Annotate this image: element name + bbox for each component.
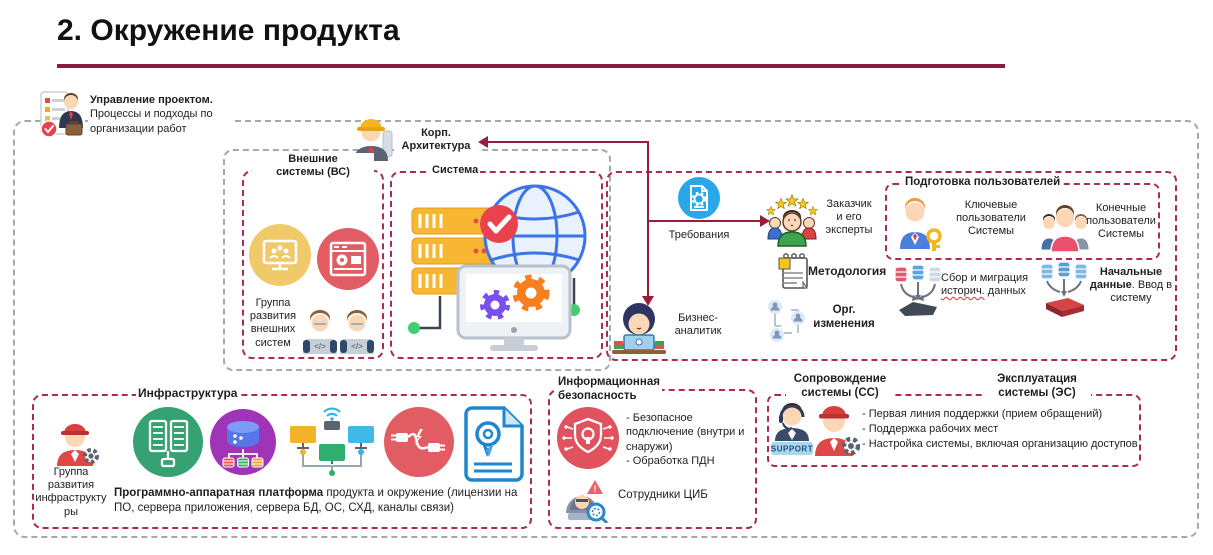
org-changes-icon: [763, 297, 809, 345]
arrowhead-down: [642, 296, 654, 306]
end-users-label: Конечные пользователи Системы: [1086, 202, 1156, 241]
business-analyst-icon: [610, 297, 668, 355]
middle-band-frame: [606, 171, 1177, 361]
arrowhead-left: [478, 136, 488, 148]
external-app-icon: [317, 228, 379, 290]
infrastructure-worker-icon: [52, 416, 102, 466]
business-analyst-label: Бизнес- аналитик: [674, 312, 722, 338]
system-label: Система: [430, 164, 481, 178]
support-item: - Первая линия поддержки (прием обращени…: [862, 408, 1103, 420]
methodology-label: Методология: [808, 264, 887, 278]
security-staff-icon: !: [558, 477, 610, 523]
database-icon: [210, 409, 276, 475]
infrastructure-frame: [32, 394, 532, 529]
outer-frame: [13, 120, 1199, 538]
external-systems-team-label: Группа развития внешних систем: [249, 297, 297, 349]
data-migration-icon: [893, 264, 943, 318]
arrow-to-customer: [649, 220, 761, 222]
servers-icon: [133, 407, 203, 477]
corp-architecture-label: Корп. Архитектура: [394, 127, 478, 154]
title-underline: [57, 64, 1005, 68]
security-items: - Безопасное подключение (внутри и снару…: [626, 411, 756, 468]
network-icon: [288, 402, 376, 482]
support-item: - Поддержка рабочих мест: [862, 423, 999, 436]
maintenance-worker-icon: [812, 398, 860, 458]
support-agent-icon: SUPPORT: [770, 401, 814, 457]
platform-label: Программно-аппаратная платформа продукта…: [114, 487, 518, 514]
requirements-label: Требования: [668, 229, 730, 241]
external-dev-icon: [249, 224, 311, 286]
support-frame: [767, 394, 1141, 467]
initial-data-label: Начальные данные. Ввод в систему: [1089, 266, 1173, 305]
svg-text:SUPPORT: SUPPORT: [771, 445, 813, 454]
user-preparation-title: Подготовка пользователей: [903, 176, 1063, 190]
arrow-to-architecture: [487, 141, 649, 143]
system-frame: [390, 171, 603, 359]
security-staff-label: Сотрудники ЦИБ: [618, 489, 708, 501]
data-migration-label: Сбор и миграция историч. данных: [941, 272, 1029, 298]
page-title: 2. Окружение продукта: [57, 14, 400, 47]
support-item: - Настройка системы, включая организацию…: [862, 438, 1138, 451]
infrastructure-team-label: Группа развития инфраструкту ры: [35, 466, 107, 518]
security-shield-icon: [557, 407, 619, 469]
customer-label: Заказчик и его эксперты: [825, 198, 873, 237]
end-users-icon: [1040, 204, 1090, 254]
svg-text:</>: </>: [314, 342, 326, 351]
developer-icon: </>: [340, 308, 374, 354]
requirements-icon: [678, 177, 720, 219]
project-management-label: Управление проектом. Процессы и подходы …: [88, 93, 234, 136]
project-management-icon: [40, 88, 84, 142]
security-item: - Безопасное подключение (внутри и снару…: [626, 412, 745, 453]
external-systems-label: Внешние системы (ВС): [252, 153, 374, 180]
operation-title: Эксплуатация системы (ЭС): [983, 373, 1091, 401]
svg-text:!: !: [594, 484, 597, 494]
svg-text:</>: </>: [351, 342, 363, 351]
license-icon: [462, 406, 526, 482]
methodology-icon: [775, 252, 811, 292]
cable-icon: [384, 407, 454, 477]
security-item: - Обработка ПДН: [626, 454, 715, 467]
security-title: Информационная безопасность: [556, 376, 662, 404]
support-items: - Первая линия поддержки (прием обращени…: [862, 407, 1140, 453]
key-users-label: Ключевые пользователи Системы: [956, 199, 1026, 238]
arrowhead-right: [760, 215, 770, 227]
system-illustration: [398, 178, 593, 352]
customer-icon: [763, 194, 821, 250]
key-users-icon: [897, 197, 943, 253]
infrastructure-title: Инфраструктура: [136, 386, 240, 401]
arrow-vertical: [647, 141, 649, 298]
initial-data-icon: [1038, 262, 1090, 318]
maintenance-title: Сопровождение системы (СС): [786, 373, 894, 401]
developer-icon: </>: [303, 308, 337, 354]
org-changes-label: Орг. изменения: [813, 304, 875, 330]
